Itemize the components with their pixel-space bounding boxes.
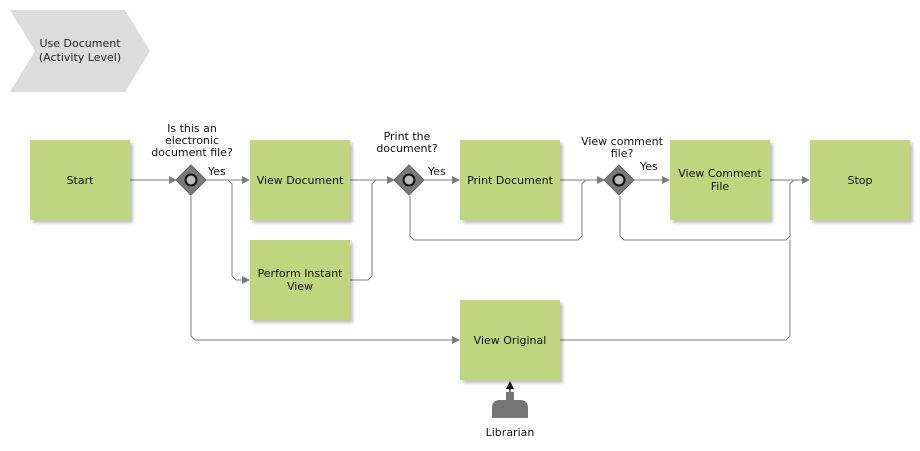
decision-print-question: Print the document? bbox=[357, 131, 457, 155]
activity-perform-instant-view[interactable]: Perform Instant View bbox=[250, 240, 350, 320]
scope-label: Use Document (Activity Level) bbox=[30, 37, 130, 65]
connector-view-original-to-stop bbox=[560, 240, 791, 341]
decision-electronic-line2: electronic bbox=[164, 134, 220, 147]
decision-electronic-yes: Yes bbox=[208, 165, 226, 178]
gateway-print bbox=[393, 164, 425, 196]
decision-electronic-line1: Is this an bbox=[167, 122, 217, 135]
decision-comment-line1: View comment bbox=[581, 135, 663, 148]
role-librarian-label: Librarian bbox=[485, 426, 535, 439]
activity-start-label: Start bbox=[66, 173, 94, 187]
activity-view-document-label: View Document bbox=[256, 173, 344, 187]
activity-view-comment-file[interactable]: View Comment File bbox=[670, 140, 770, 220]
gateway-electronic bbox=[175, 164, 207, 196]
decision-comment-question: View comment file? bbox=[572, 136, 672, 160]
activity-view-original-label: View Original bbox=[473, 333, 547, 347]
activity-perform-instant-view-label: Perform Instant View bbox=[257, 267, 343, 293]
decision-print-line2: document? bbox=[376, 142, 438, 155]
activity-print-document-label: Print Document bbox=[467, 173, 553, 187]
activity-view-original[interactable]: View Original bbox=[460, 300, 560, 380]
connector-gateway1-to-view-original bbox=[190, 196, 460, 344]
scope-subtitle: (Activity Level) bbox=[38, 51, 122, 64]
activity-stop[interactable]: Stop bbox=[810, 140, 910, 220]
activity-print-document[interactable]: Print Document bbox=[460, 140, 560, 220]
scope-title: Use Document bbox=[39, 37, 121, 50]
decision-print-yes: Yes bbox=[428, 165, 446, 178]
connector-gateway2-bypass bbox=[409, 179, 587, 241]
librarian-role-icon bbox=[492, 392, 528, 418]
decision-comment-line2: file? bbox=[610, 147, 634, 160]
decision-comment-yes: Yes bbox=[640, 160, 658, 173]
decision-print-line1: Print the bbox=[383, 130, 431, 143]
decision-electronic-line3: document file? bbox=[151, 146, 233, 159]
activity-stop-label: Stop bbox=[847, 173, 873, 187]
gateway-comment bbox=[603, 164, 635, 196]
decision-electronic-question: Is this an electronic document file? bbox=[142, 123, 242, 159]
connector-gateway1-to-instant-view bbox=[227, 179, 250, 284]
activity-view-document[interactable]: View Document bbox=[250, 140, 350, 220]
scope-chevron bbox=[10, 10, 150, 92]
connector-gateway3-bypass bbox=[619, 179, 795, 241]
activity-start[interactable]: Start bbox=[30, 140, 130, 220]
connector-instant-view-to-gateway2 bbox=[350, 179, 377, 281]
activity-view-comment-file-label: View Comment File bbox=[678, 167, 762, 193]
